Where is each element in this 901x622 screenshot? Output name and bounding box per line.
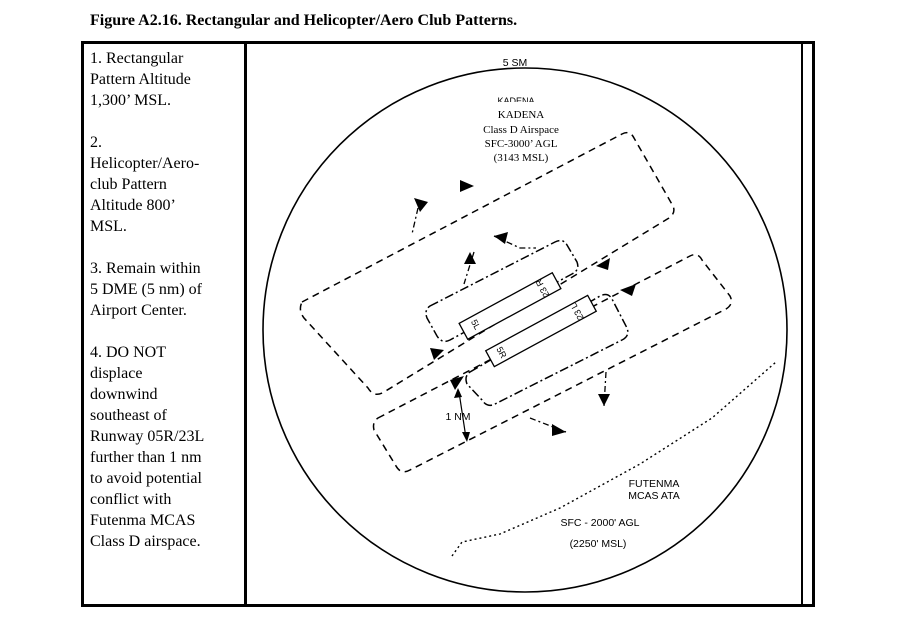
kadena-partial-label: KADENA (497, 96, 534, 106)
note-helicopter-altitude: 2. Helicopter/Aero- club Pattern Altitud… (90, 134, 200, 235)
flow-arrow-4 (464, 252, 476, 264)
one-nm-dimension-line (458, 391, 467, 439)
figure-title: Figure A2.16. Rectangular and Helicopter… (90, 12, 518, 29)
flow-arrow-6 (620, 284, 636, 296)
one-nm-arrow-bottom (462, 432, 470, 442)
kadena-altitude-label: SFC-3000’ AGL (485, 138, 558, 150)
flow-arrow-5 (596, 258, 610, 270)
note-do-not-displace: 4. DO NOT displace downwind southeast of… (90, 344, 205, 550)
note-remain-within: 3. Remain within 5 DME (5 nm) of Airport… (90, 260, 202, 319)
one-nm-label: 1 NM (445, 411, 470, 423)
note-rectangular-altitude: 1. Rectangular Pattern Altitude 1,300’ M… (90, 50, 191, 109)
futenma-label: FUTENMA (629, 478, 680, 490)
five-sm-label: 5 SM (503, 57, 528, 69)
pattern-entry-leg-5 (411, 207, 419, 235)
runway-05l-label: 5L (469, 318, 483, 332)
flow-arrow-9 (598, 394, 610, 406)
flow-arrow-2 (414, 198, 428, 212)
runway-05r-23l: 5R 23 L (484, 294, 598, 368)
kadena-label: KADENA (498, 109, 544, 121)
frame-inner-border (801, 44, 805, 604)
flow-arrow-3 (494, 232, 508, 244)
flow-arrow-8 (450, 376, 464, 390)
helicopter-pattern-north (425, 239, 579, 343)
helicopter-pattern-south (465, 293, 629, 407)
runway-05l-23r: 5L 23 R (458, 271, 562, 341)
flow-arrow-1 (460, 180, 474, 192)
futenma-msl-label: (2250' MSL) (570, 538, 627, 550)
flow-arrow-10 (552, 424, 566, 436)
futenma-boundary (451, 361, 777, 557)
futenma-ata-label: MCAS ATA (628, 490, 680, 502)
five-sm-circle (262, 67, 788, 593)
notes-panel: 1. Rectangular Pattern Altitude 1,300’ M… (84, 44, 247, 604)
kadena-msl-label: (3143 MSL) (494, 152, 549, 164)
figure-frame (81, 41, 815, 607)
kadena-airspace-label: Class D Airspace (483, 124, 559, 136)
rectangular-pattern-north (299, 131, 675, 395)
one-nm-arrow-top (454, 388, 462, 398)
futenma-altitude-label: SFC - 2000' AGL (560, 517, 639, 529)
rectangular-pattern-south (372, 253, 733, 473)
flow-arrow-7 (430, 348, 444, 360)
